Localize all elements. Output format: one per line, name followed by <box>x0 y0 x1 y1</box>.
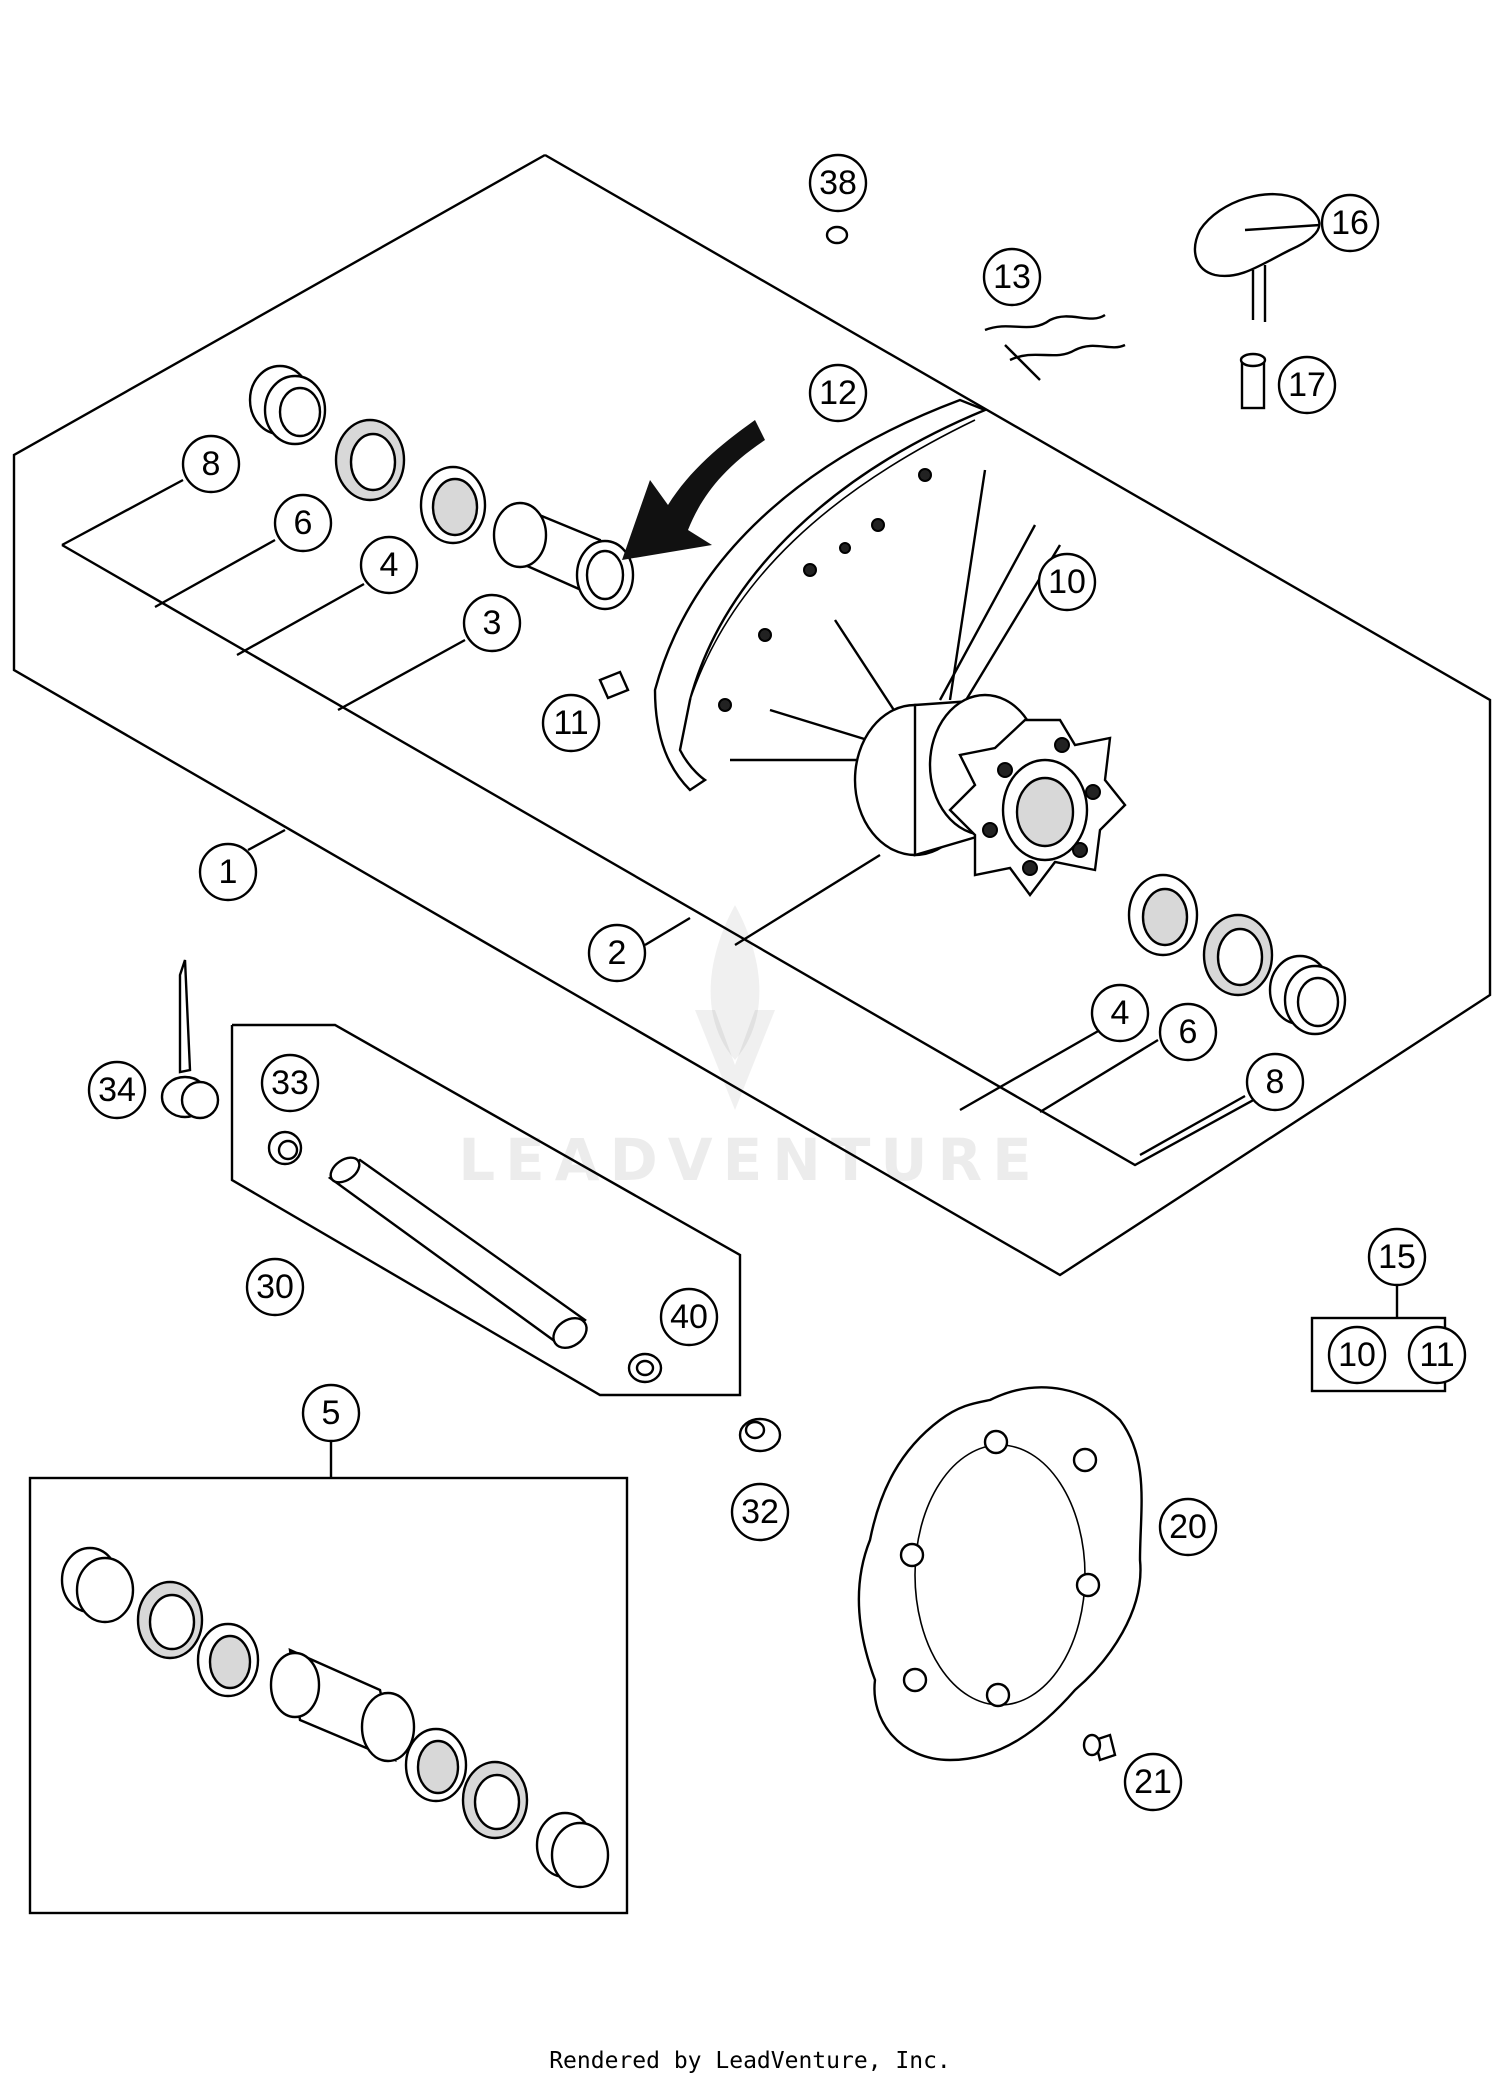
leader-lines <box>1244 223 1321 232</box>
axle-part <box>327 1156 588 1350</box>
callout-21[interactable]: 21 <box>1123 1752 1183 1812</box>
callout-10-kit[interactable]: 10 <box>1327 1325 1387 1385</box>
brake-disc-part <box>857 1386 1143 1762</box>
axle-bushing-part <box>267 1130 303 1166</box>
callout-label: 2 <box>608 934 627 972</box>
callout-13[interactable]: 13 <box>982 247 1042 307</box>
watermark-text: LEADVENTURE <box>458 1126 1042 1194</box>
rim-part <box>653 398 989 792</box>
nipple-part <box>598 670 630 700</box>
rim-lock-nut-part <box>1239 352 1267 410</box>
callout-30[interactable]: 30 <box>245 1257 305 1317</box>
callout-11[interactable]: 11 <box>541 693 601 753</box>
right-bearing-part <box>1127 873 1199 957</box>
bearing-kit-box <box>28 1433 629 1915</box>
left-bearing-part <box>419 465 487 545</box>
callout-1[interactable]: 1 <box>198 842 258 902</box>
left-seal-part <box>334 418 406 502</box>
callout-label: 13 <box>993 258 1031 296</box>
callout-15[interactable]: 15 <box>1367 1227 1427 1287</box>
callout-label: 11 <box>553 704 588 742</box>
callout-20[interactable]: 20 <box>1158 1497 1218 1557</box>
callout-label: 32 <box>741 1493 779 1531</box>
callout-8-right[interactable]: 8 <box>1245 1052 1305 1112</box>
callout-label: 1 <box>219 853 238 891</box>
callout-label: 40 <box>670 1298 708 1336</box>
right-seal-part <box>1202 913 1274 997</box>
callout-label: 30 <box>256 1268 294 1306</box>
right-spacer-part <box>1268 954 1347 1036</box>
callout-2[interactable]: 2 <box>587 923 647 983</box>
distance-tube-part <box>492 501 635 611</box>
callout-label: 15 <box>1378 1238 1416 1276</box>
callout-label: 10 <box>1048 563 1086 601</box>
callout-label: 17 <box>1288 366 1326 404</box>
screw-part <box>738 1417 782 1453</box>
axle-nut-part <box>627 1352 663 1384</box>
callout-label: 10 <box>1338 1336 1376 1374</box>
left-spacer-part <box>248 364 327 446</box>
left-bearing-box <box>61 478 1291 1167</box>
callout-label: 4 <box>1111 994 1130 1032</box>
direction-arrow-icon <box>622 420 765 560</box>
footer-credit: Rendered by LeadVenture, Inc. <box>549 2048 951 2074</box>
callout-label: 6 <box>1179 1013 1198 1051</box>
callout-17[interactable]: 17 <box>1277 355 1337 415</box>
callout-label: 8 <box>1266 1063 1285 1101</box>
callout-label: 4 <box>380 546 399 584</box>
callout-6-right[interactable]: 6 <box>1158 1002 1218 1062</box>
callout-5[interactable]: 5 <box>301 1383 361 1443</box>
callout-4-left[interactable]: 4 <box>359 535 419 595</box>
callout-8-left[interactable]: 8 <box>181 434 241 494</box>
rim-tape-part <box>984 313 1126 381</box>
rim-lock-part <box>1193 192 1321 322</box>
callout-label: 33 <box>271 1064 309 1102</box>
axle-box <box>230 1023 742 1397</box>
callout-38[interactable]: 38 <box>808 153 868 213</box>
callout-label: 16 <box>1331 204 1369 242</box>
hub-part <box>853 693 1127 898</box>
callout-12[interactable]: 12 <box>808 363 868 423</box>
disc-screw-part <box>1082 1733 1117 1762</box>
plug-part <box>825 225 849 245</box>
callout-32[interactable]: 32 <box>730 1482 790 1542</box>
callout-label: 38 <box>819 164 857 202</box>
callout-label: 11 <box>1419 1336 1454 1374</box>
callout-label: 6 <box>294 504 313 542</box>
callout-34[interactable]: 34 <box>87 1060 147 1120</box>
callout-label: 8 <box>202 445 221 483</box>
callouts: 38 16 13 17 12 8 6 4 3 10 11 1 2 4 6 8 3… <box>87 153 1467 1812</box>
callout-33[interactable]: 33 <box>260 1053 320 1113</box>
callout-11-kit[interactable]: 11 <box>1407 1325 1467 1385</box>
callout-16[interactable]: 16 <box>1320 193 1380 253</box>
callout-label: 20 <box>1169 1508 1207 1546</box>
callout-4-right[interactable]: 4 <box>1090 983 1150 1043</box>
callout-10[interactable]: 10 <box>1037 552 1097 612</box>
watermark: LEADVENTURE <box>458 905 1042 1194</box>
callout-label: 5 <box>322 1394 341 1432</box>
axle-clamp-part <box>160 959 220 1120</box>
wheel-assembly-frame <box>12 153 1492 1277</box>
callout-3[interactable]: 3 <box>462 593 522 653</box>
callout-label: 12 <box>819 374 857 412</box>
callout-label: 3 <box>483 604 502 642</box>
callout-40[interactable]: 40 <box>659 1287 719 1347</box>
callout-label: 34 <box>98 1071 136 1109</box>
callout-label: 21 <box>1134 1763 1172 1801</box>
callout-6-left[interactable]: 6 <box>273 493 333 553</box>
